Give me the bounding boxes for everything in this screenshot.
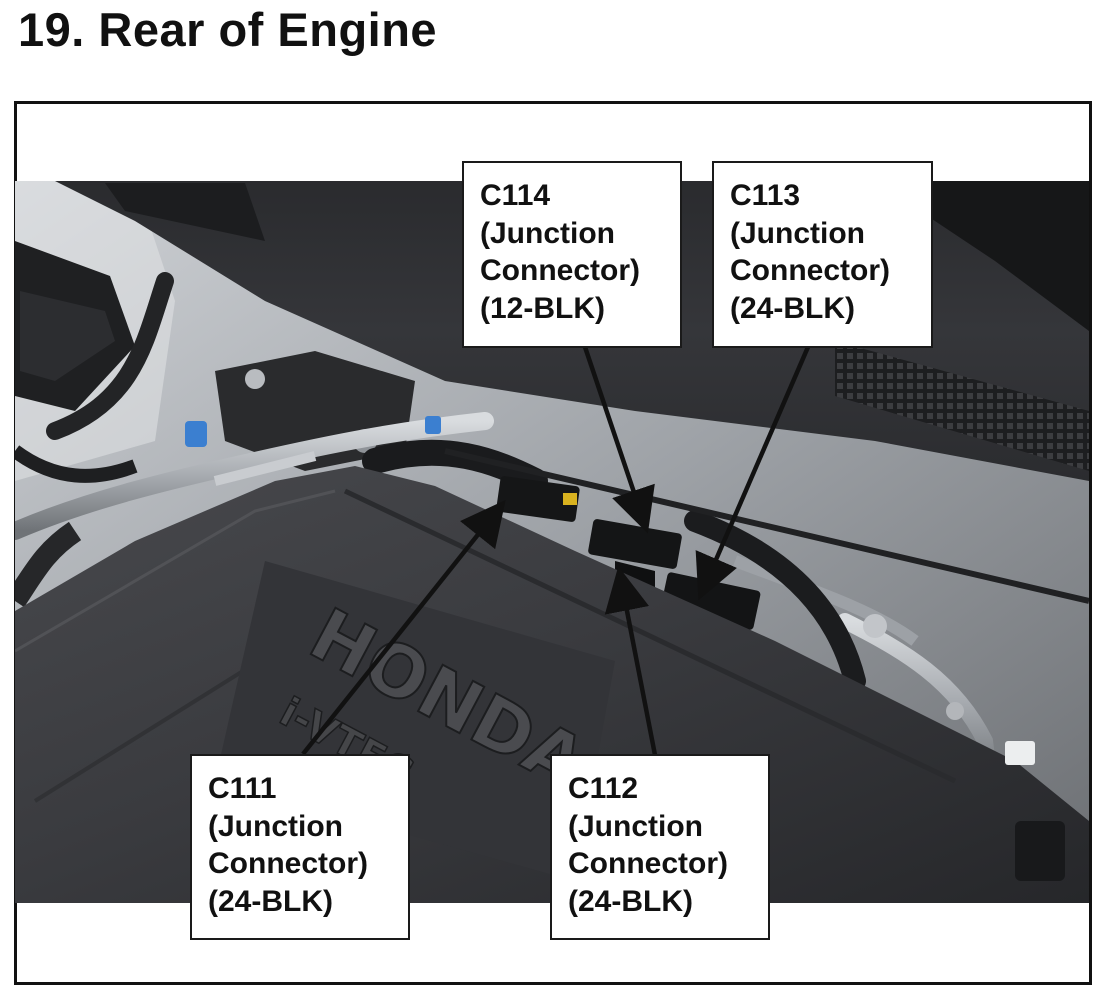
callout-c111-id: C111	[208, 772, 277, 805]
callout-c114-spec: (12-BLK)	[480, 291, 605, 325]
callout-c113-type-cont: Connector)	[730, 254, 890, 287]
callout-c111-spec: (24-BLK)	[208, 884, 333, 918]
page-title: 19. Rear of Engine	[18, 3, 438, 56]
callout-c111: C111 (Junction Connector) (24-BLK)	[190, 754, 410, 940]
callout-c111-type-cont: Connector)	[208, 847, 368, 880]
callout-c114-type-cont: Connector)	[480, 254, 640, 287]
connector-c111-shape	[496, 476, 580, 522]
callout-c112-type: (Junction	[568, 809, 703, 843]
callout-c113: C113 (Junction Connector) (24-BLK)	[712, 161, 933, 348]
callout-c113-type: (Junction	[730, 216, 865, 250]
callout-c111-type: (Junction	[208, 809, 343, 843]
callout-c114-type: (Junction	[480, 216, 615, 250]
callout-c113-id: C113	[730, 179, 801, 212]
callout-c112-spec: (24-BLK)	[568, 884, 693, 918]
callout-c113-spec: (24-BLK)	[730, 291, 855, 325]
callout-c112: C112 (Junction Connector) (24-BLK)	[550, 754, 770, 940]
callout-c114: C114 (Junction Connector) (12-BLK)	[462, 161, 682, 348]
callout-c114-id: C114	[480, 179, 551, 212]
callout-c112-id: C112	[568, 772, 639, 805]
connector-c114-shape	[588, 519, 682, 569]
callout-c112-type-cont: Connector)	[568, 847, 728, 880]
